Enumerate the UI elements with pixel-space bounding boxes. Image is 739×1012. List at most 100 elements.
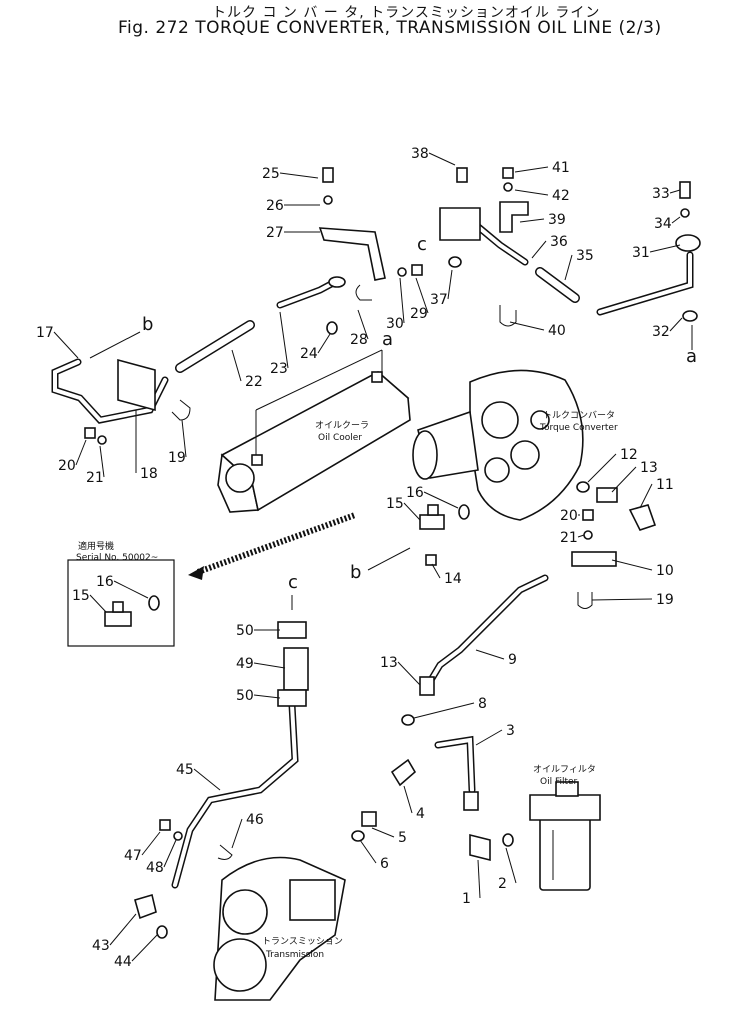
leader-line-46	[231, 818, 243, 849]
leader-line-17	[53, 331, 79, 359]
callout-24: 24	[300, 346, 318, 362]
callout-47: 47	[124, 848, 142, 864]
leader-line-50b	[253, 694, 281, 699]
callout-5: 5	[398, 830, 407, 846]
callout-50: 50	[236, 623, 254, 639]
callout-33: 33	[652, 186, 670, 202]
leader-line-25	[279, 172, 319, 179]
leader-line-3	[475, 729, 503, 746]
callout-38: 38	[411, 146, 429, 162]
leader-line-35	[564, 254, 573, 281]
leader-line-9	[475, 649, 505, 660]
figure-title: Fig. 272 TORQUE CONVERTER, TRANSMISSION …	[118, 18, 662, 38]
callout-30: 30	[386, 316, 404, 332]
callout-19: 19	[168, 450, 186, 466]
leader-line-5	[371, 827, 395, 838]
callout-48: 48	[146, 860, 164, 876]
leader-line-48	[163, 839, 177, 868]
callout-39: 39	[548, 212, 566, 228]
callout-1: 1	[462, 891, 471, 907]
callout-29: 29	[410, 306, 428, 322]
callout-28: 28	[350, 332, 368, 348]
leader-line-19	[181, 419, 187, 458]
callout-19b: 19	[656, 592, 674, 608]
callout-4: 4	[416, 806, 425, 822]
callout-22: 22	[245, 374, 263, 390]
serial-label-jp: 適用号機	[78, 540, 114, 552]
callout-32: 32	[652, 324, 670, 340]
oil-filter-label-jp: オイルフィルタ	[533, 764, 596, 775]
callout-9: 9	[508, 652, 517, 668]
leader-line-11	[639, 483, 653, 509]
leader-line-47	[141, 831, 161, 856]
callout-2: 2	[498, 876, 507, 892]
ref-a-upper: a	[382, 329, 393, 350]
serial-inset: 適用号機 Serial No. 50002~	[67, 540, 175, 647]
leader-line-28	[357, 309, 369, 340]
oil-filter: オイルフィルタ Oil Filter	[529, 764, 601, 891]
transmission: トランスミッション Transmission	[213, 856, 346, 1001]
torque-converter-label: Torque Converter	[539, 423, 618, 433]
callout-3: 3	[506, 723, 515, 739]
callout-21: 21	[86, 470, 104, 486]
leader-line-36	[531, 240, 547, 259]
leader-line-30	[399, 277, 405, 324]
callout-37: 37	[430, 292, 448, 308]
leader-line-43	[109, 913, 137, 946]
callout-45: 45	[176, 762, 194, 778]
callout-20: 20	[58, 458, 76, 474]
leader-line-42	[514, 189, 549, 196]
leader-line-21	[99, 445, 105, 478]
oil-filter-label: Oil Filter	[540, 777, 578, 787]
ref-c-upper: c	[417, 234, 427, 255]
leader-line-31	[649, 244, 681, 253]
leader-line-15	[403, 502, 421, 521]
torque-converter: トルクコンバータ Torque Converter	[412, 369, 618, 521]
leader-line-32	[669, 317, 683, 332]
callout-16b: 16	[96, 574, 114, 590]
callout-6: 6	[380, 856, 389, 872]
ref-a-right: a	[686, 346, 697, 367]
leader-line-23	[279, 311, 289, 369]
leader-line-19b	[591, 598, 653, 601]
serial-label: Serial No. 50002~	[76, 553, 158, 563]
callout-12: 12	[620, 447, 638, 463]
callout-17: 17	[36, 325, 54, 341]
leader-line-4	[403, 785, 413, 814]
leader-line-24	[317, 333, 331, 354]
leader-line-41	[514, 166, 549, 173]
leader-line-6	[359, 839, 377, 864]
leader-line-49	[253, 662, 286, 669]
callout-41: 41	[552, 160, 570, 176]
fittings	[84, 167, 701, 939]
leader-line-13b	[397, 661, 421, 686]
callout-35: 35	[576, 248, 594, 264]
callout-14: 14	[444, 571, 462, 587]
oil-cooler-label-jp: オイルクーラ	[315, 420, 369, 431]
callout-27: 27	[266, 225, 284, 241]
callout-36: 36	[550, 234, 568, 250]
title-japanese: トルク コ ン バ ー タ, トランスミッションオイル ライン	[212, 5, 601, 21]
callout-11: 11	[656, 477, 674, 493]
callout-15b: 15	[72, 588, 90, 604]
leader-line-34	[671, 216, 681, 224]
callout-46: 46	[246, 812, 264, 828]
leader-line-10	[611, 559, 653, 571]
callout-42: 42	[552, 188, 570, 204]
ref-letters: a a b b c c	[89, 234, 697, 610]
leader-line-13	[611, 466, 637, 493]
leader-line-33	[669, 189, 681, 194]
leader-lines	[53, 152, 683, 962]
callout-16: 16	[406, 485, 424, 501]
leader-line-14	[431, 563, 441, 579]
oil-cooler: オイルクーラ Oil Cooler	[217, 349, 411, 513]
leader-line-40	[509, 321, 545, 331]
leader-line-39	[519, 218, 545, 223]
callout-numbers: 2526273841423936353334313240373029282423…	[36, 146, 674, 970]
callout-31: 31	[632, 245, 650, 261]
leader-line-21b	[577, 534, 585, 538]
callout-50b: 50	[236, 688, 254, 704]
callout-13b: 13	[380, 655, 398, 671]
